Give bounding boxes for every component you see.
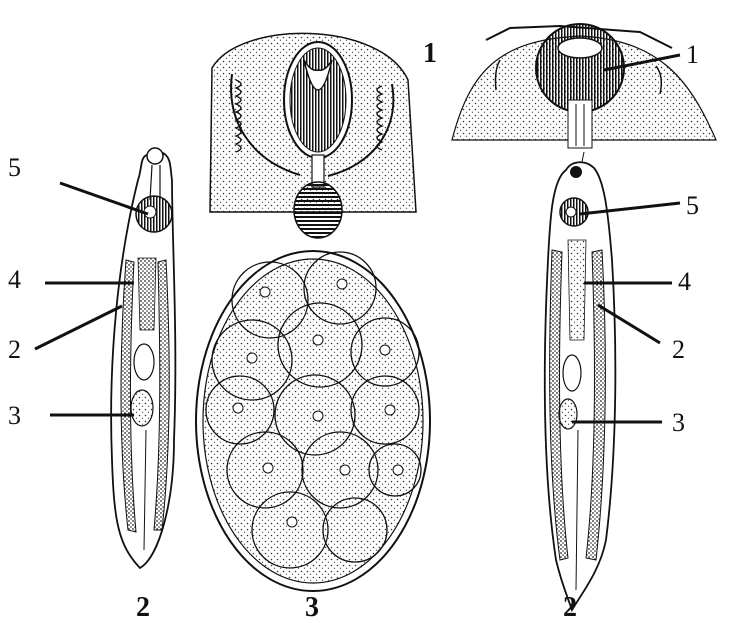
callout-left-2: 2 — [8, 337, 21, 363]
callout-right-5: 5 — [686, 193, 699, 219]
head-capsule-center — [210, 33, 416, 238]
head-end-right — [452, 24, 716, 162]
leader-left-2 — [35, 306, 122, 349]
callout-left-5: 5 — [8, 155, 21, 181]
egg-drawing — [196, 251, 430, 591]
callout-right-2: 2 — [672, 337, 685, 363]
callout-right-4: 4 — [678, 269, 691, 295]
callout-right-1: 1 — [686, 42, 699, 68]
callout-right-3: 3 — [672, 410, 685, 436]
callout-left-3: 3 — [8, 403, 21, 429]
callout-left-4: 4 — [8, 267, 21, 293]
figure-label-2-right: 2 — [563, 594, 577, 622]
figure-label-3: 3 — [305, 594, 319, 622]
figure-label-1: 1 — [423, 40, 437, 68]
worm-right — [545, 162, 616, 610]
figure-label-2-left: 2 — [136, 594, 150, 622]
